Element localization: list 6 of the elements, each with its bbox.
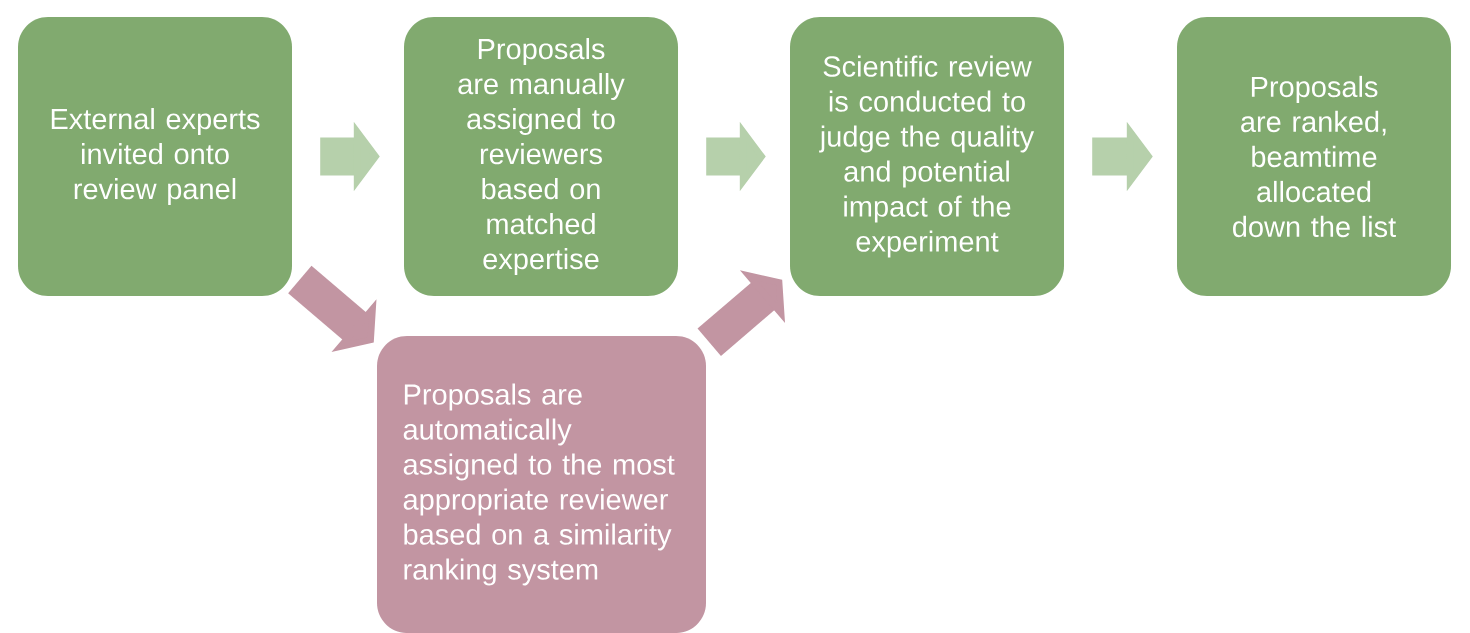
block-arrow: [697, 270, 785, 356]
process-box: External experts invited onto review panel: [18, 17, 292, 296]
process-box: Proposals are ranked, beamtime allocated down the list: [1177, 17, 1451, 296]
process-box: Proposals are automatically assigned to the most appropriate reviewer based on a similarity ranking system: [377, 336, 706, 633]
process-box: Scientific review is conducted to judge the quality and potential impact of the experiment: [790, 17, 1064, 296]
process-box: Proposals are manually assigned to reviewers based on matched expertise: [404, 17, 678, 296]
